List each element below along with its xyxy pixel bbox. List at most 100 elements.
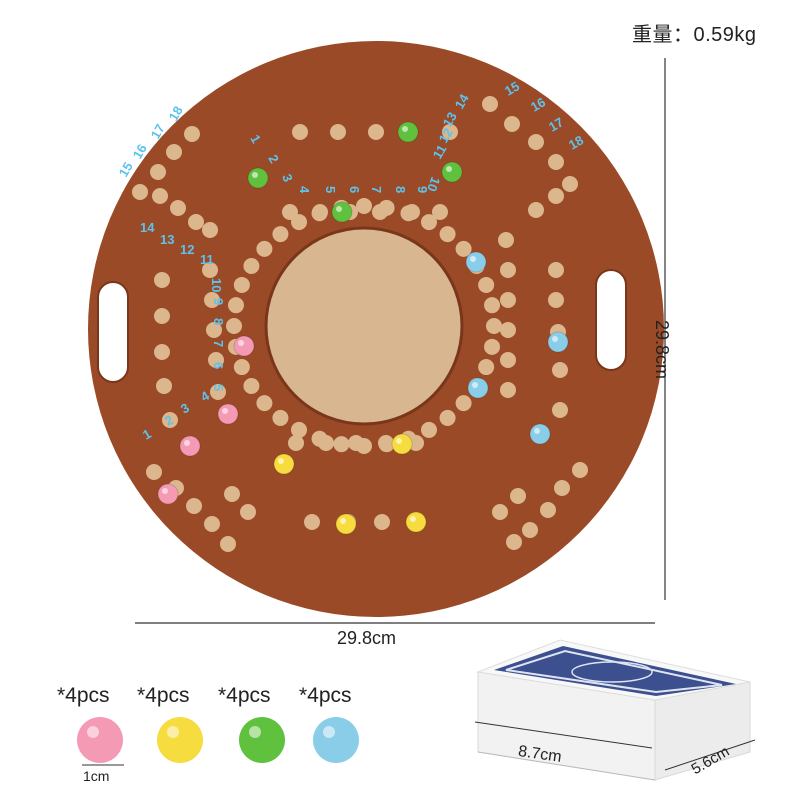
- peg-hole: [272, 226, 289, 243]
- peg-hole: [504, 116, 520, 132]
- peg-hole: [484, 297, 501, 314]
- peg-hole: [220, 536, 236, 552]
- peg-hole: [372, 204, 388, 220]
- peg-hole: [548, 292, 564, 308]
- peg-hole: [478, 276, 495, 293]
- peg-hole: [226, 318, 242, 334]
- green-count-label: *4pcs: [218, 684, 271, 707]
- peg-hole: [206, 322, 222, 338]
- card-length-line: [474, 721, 653, 749]
- marble-highlight: [249, 726, 261, 738]
- board-marble: [247, 167, 269, 189]
- marble-highlight: [396, 438, 402, 444]
- track-number: 9: [211, 298, 226, 305]
- peg-hole: [188, 214, 204, 230]
- peg-hole: [442, 124, 458, 140]
- peg-hole: [202, 262, 218, 278]
- board-marble: [405, 511, 427, 533]
- track-number: 8: [211, 318, 226, 325]
- right-handle: [595, 269, 627, 371]
- marble-highlight: [184, 440, 190, 446]
- board-marble: [529, 423, 551, 445]
- blue-count-label: *4pcs: [299, 684, 352, 707]
- width-label: 29.8cm: [337, 628, 397, 648]
- peg-hole: [312, 204, 328, 220]
- peg-hole: [482, 96, 498, 112]
- marble-highlight: [278, 458, 284, 464]
- peg-hole: [170, 200, 186, 216]
- peg-hole: [562, 176, 578, 192]
- peg-hole: [150, 164, 166, 180]
- peg-hole: [404, 204, 420, 220]
- peg-hole: [455, 240, 472, 257]
- marble-highlight: [470, 256, 476, 262]
- marble-highlight: [167, 726, 179, 738]
- marble-diameter-label: 1cm: [83, 768, 110, 784]
- track-number: 18: [566, 132, 586, 152]
- peg-hole: [152, 188, 168, 204]
- board-marble: [179, 435, 201, 457]
- pink-count-label: *4pcs: [57, 684, 110, 707]
- peg-hole: [548, 188, 564, 204]
- peg-hole: [484, 338, 501, 355]
- peg-hole: [500, 262, 516, 278]
- peg-hole: [554, 480, 570, 496]
- peg-hole: [291, 421, 307, 438]
- height-label: 29.8cm: [652, 320, 672, 380]
- track-number: 17: [148, 121, 168, 141]
- left-handle: [97, 281, 129, 383]
- track-number: 7: [369, 186, 384, 193]
- peg-hole: [421, 214, 437, 231]
- marble-highlight: [340, 518, 346, 524]
- peg-hole: [233, 276, 250, 293]
- board-marble: [391, 433, 413, 455]
- peg-hole: [333, 436, 350, 453]
- track-number: 18: [166, 103, 186, 123]
- peg-hole: [500, 382, 516, 398]
- peg-hole: [510, 488, 526, 504]
- peg-hole: [378, 435, 394, 451]
- peg-hole: [202, 222, 218, 238]
- peg-hole: [156, 378, 172, 394]
- peg-hole: [272, 409, 289, 426]
- track-number: 8: [393, 186, 408, 193]
- board-marble: [335, 513, 357, 535]
- track-number: 13: [160, 232, 174, 247]
- peg-hole: [154, 344, 170, 360]
- peg-hole: [204, 516, 220, 532]
- track-number: 17: [546, 114, 566, 134]
- peg-hole: [224, 486, 240, 502]
- peg-hole: [486, 318, 502, 334]
- track-number: 15: [502, 78, 522, 98]
- track-number: 10: [209, 278, 224, 292]
- track-number: 13: [440, 109, 460, 129]
- track-number: 3: [279, 172, 296, 184]
- peg-hole: [408, 435, 424, 451]
- peg-holes: [132, 96, 588, 552]
- peg-hole: [210, 384, 226, 400]
- track-number: 7: [211, 340, 226, 347]
- peg-hole: [227, 297, 244, 314]
- peg-hole: [208, 352, 224, 368]
- playing-card-deck: [476, 639, 751, 781]
- peg-hole: [439, 226, 456, 243]
- peg-hole: [552, 362, 568, 378]
- peg-hole: [492, 504, 508, 520]
- marble-highlight: [323, 726, 335, 738]
- track-number: 5: [211, 384, 226, 391]
- board-marble: [331, 201, 353, 223]
- peg-hole: [162, 412, 178, 428]
- sample-marble: [77, 717, 123, 763]
- weight-label: 重量：0.59kg: [632, 24, 757, 46]
- peg-hole: [500, 352, 516, 368]
- track-number: 6: [347, 186, 362, 193]
- peg-hole: [240, 504, 256, 520]
- card-width-line: [664, 739, 756, 771]
- peg-hole: [288, 435, 304, 451]
- marble-highlight: [410, 516, 416, 522]
- yellow-count-label: *4pcs: [137, 684, 190, 707]
- marbles-on-board: [157, 121, 569, 535]
- track-number: 6: [211, 362, 226, 369]
- peg-hole: [282, 204, 298, 220]
